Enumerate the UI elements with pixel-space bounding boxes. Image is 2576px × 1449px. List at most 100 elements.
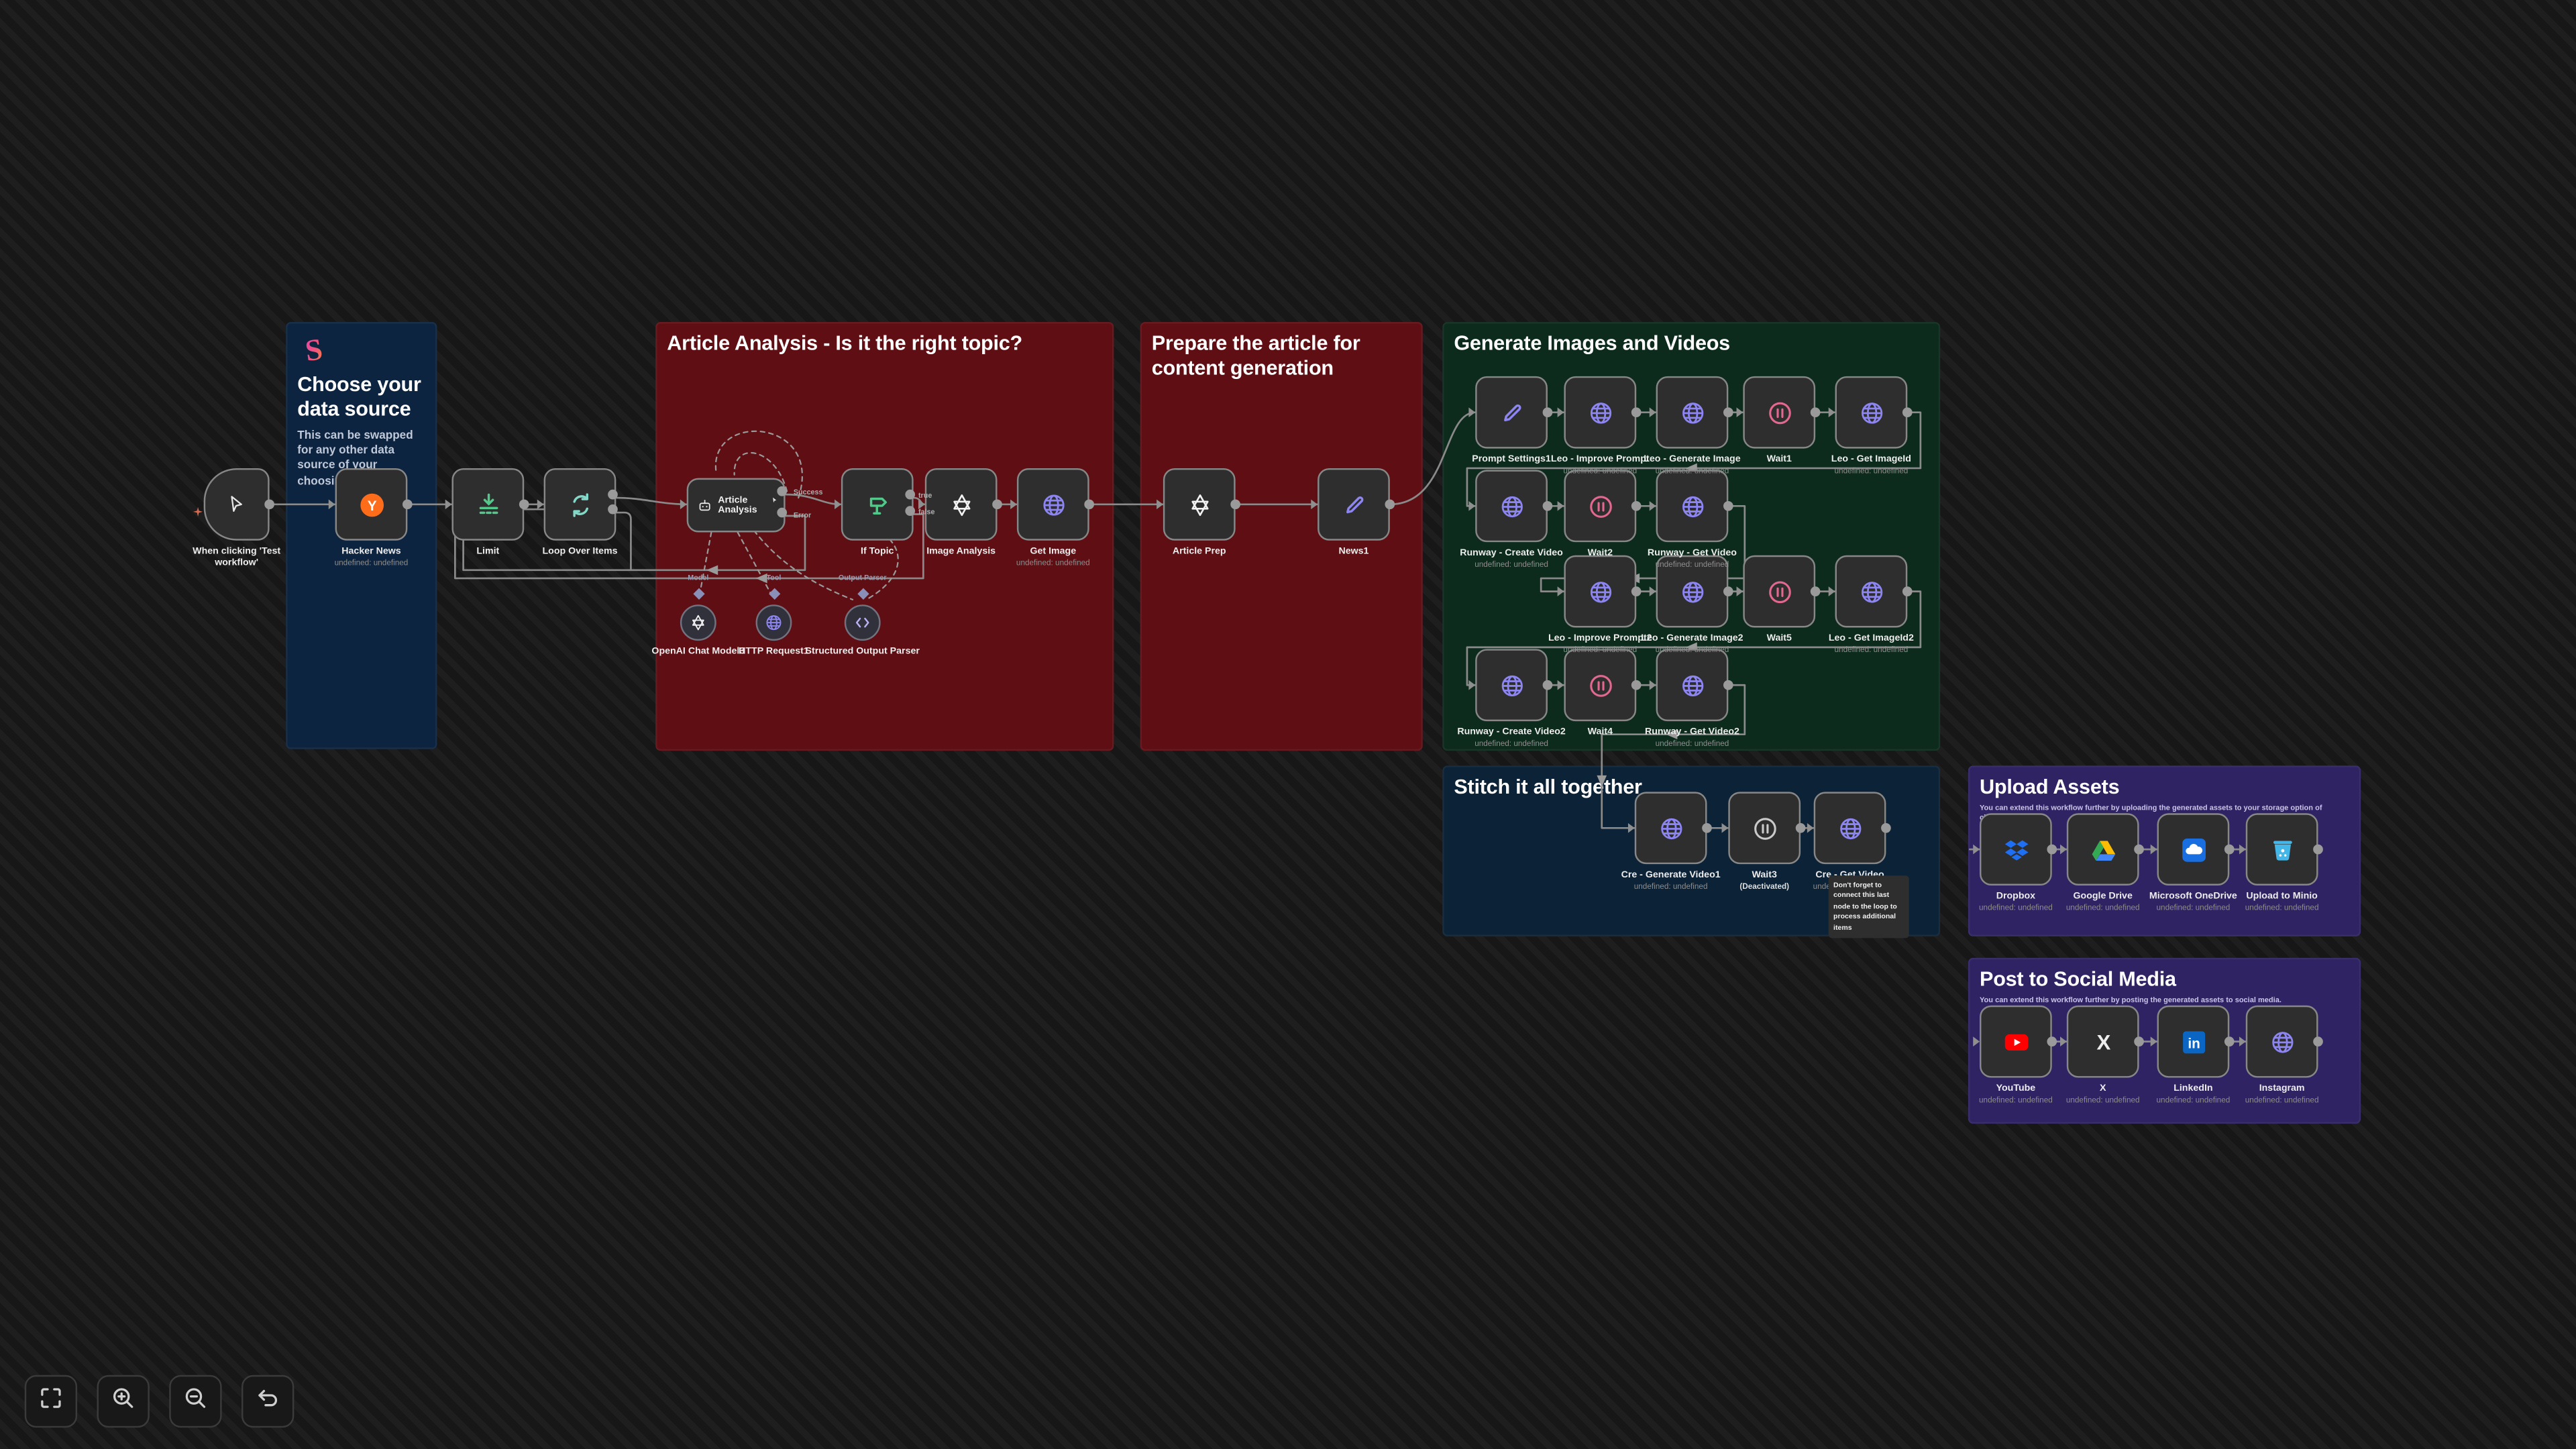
code-icon [853,612,872,632]
node-cre-get-video[interactable] [1806,792,1890,865]
wait-icon [1765,398,1793,427]
node-prompt-settings1[interactable] [1468,376,1552,449]
globe-icon [1497,492,1525,520]
ai-port-label-output-parser: Output Parser [838,573,887,582]
node-wait4[interactable] [1556,649,1641,722]
port-label-error: Error [793,511,812,519]
ai-port-label-model: Model [688,573,709,582]
globe-icon [1858,398,1886,427]
globe-icon [1678,578,1707,606]
node-leo-improve-prompt2[interactable] [1556,555,1641,628]
port-label-success: Success [793,488,823,496]
port-label-false: false [918,507,935,516]
sticky-title: Stitch it all together [1454,775,1642,799]
limit-icon [474,490,502,519]
node-image-analysis[interactable] [917,468,1002,541]
globe-icon [2268,1028,2296,1056]
node-leo-generate-image[interactable] [1648,376,1733,449]
globe-icon [1586,398,1614,427]
sticky-body: You can extend this workflow further by … [1980,995,2282,1004]
globe-icon [1039,490,1067,519]
zoom-in-button[interactable] [97,1375,150,1428]
wait-icon [1765,578,1793,606]
node-openai-chat-model3[interactable] [680,604,716,641]
node-loop-over-items[interactable] [536,468,618,541]
node-cre-generate-video1[interactable] [1627,792,1711,865]
openai-icon [1185,490,1214,519]
node-wait3[interactable] [1721,792,1805,865]
node-dropbox[interactable] [1972,813,2056,886]
node-x[interactable]: X [2059,1005,2143,1078]
youtube-icon [2002,1028,2030,1056]
node-youtube[interactable] [1972,1005,2056,1078]
node-runway-create-video2[interactable] [1468,649,1552,722]
globe-icon [1678,492,1707,520]
node-microsoft-onedrive[interactable] [2149,813,2234,886]
sticky-title: Generate Images and Videos [1454,331,1730,355]
node-linkedin[interactable]: in [2149,1005,2234,1078]
wait-icon [1586,492,1614,520]
svg-text:Y: Y [367,498,376,513]
node-when-clicking-test-workflow[interactable] [203,468,274,541]
node-title: Article Analysis [718,495,757,515]
node-leo-improve-prompt[interactable] [1556,376,1641,449]
node-upload-to-minio[interactable] [2238,813,2322,886]
node-google-drive[interactable] [2059,813,2143,886]
node-leo-generate-image2[interactable] [1648,555,1733,628]
globe-icon [1586,578,1614,606]
sticky-title: Prepare the article for content generati… [1151,331,1360,380]
node-hacker-news[interactable]: Y [327,468,412,541]
ai-port-label-tool: Tool [766,573,782,582]
undo-button[interactable] [241,1375,294,1428]
output-port [608,489,618,500]
node-structured-output-parser[interactable] [844,604,881,641]
node-runway-get-video2[interactable] [1648,649,1733,722]
flow-arrows [706,463,1697,788]
globe-icon [1497,671,1525,699]
spark-icon [193,496,204,526]
loop-icon [566,490,594,519]
node-if-topic[interactable] [833,468,916,541]
globe-icon [1858,578,1886,606]
node-wait2[interactable] [1556,470,1641,543]
node-leo-get-imageid2[interactable] [1827,555,1912,628]
node-article-prep[interactable] [1155,468,1240,541]
pencil-icon [1497,398,1525,427]
fit-view-button[interactable] [24,1375,78,1428]
linkedin-icon: in [2180,1028,2208,1056]
output-port [905,489,916,500]
node-leo-get-imageid[interactable] [1827,376,1912,449]
output-port [777,507,788,518]
node-instagram[interactable] [2238,1005,2322,1078]
hackernews-icon: Y [358,490,386,519]
node-runway-create-video[interactable] [1468,470,1552,543]
sticky-title: Choose your data source [297,372,421,421]
wait-icon [1586,671,1614,699]
sticky-title: Upload Assets [1980,775,2120,799]
node-news1[interactable] [1310,468,1394,541]
cursor-mini-icon [771,483,779,513]
node-get-image[interactable] [1009,468,1093,541]
node-runway-get-video[interactable] [1648,470,1733,543]
node-limit[interactable] [444,468,529,541]
openai-icon [688,612,708,632]
sticky-title: Post to Social Media [1980,967,2176,991]
dropbox-icon [2002,835,2030,863]
svg-text:in: in [2187,1035,2199,1051]
robot-icon [696,497,712,513]
node-wait1[interactable] [1735,376,1820,449]
node-article-analysis[interactable]: Article Analysis [679,478,788,533]
node-wait5[interactable] [1735,555,1820,628]
output-port [608,504,618,515]
openai-icon [947,490,975,519]
cursor-icon [225,493,248,516]
fit-view-icon [38,1384,64,1418]
node-http-request1[interactable] [755,604,792,641]
note-box[interactable]: Don't forget to connect this last node t… [1828,875,1909,939]
globe-icon [1657,814,1685,842]
wait-icon [1750,814,1778,842]
zoom-out-button[interactable] [169,1375,222,1428]
undo-icon [255,1384,281,1418]
